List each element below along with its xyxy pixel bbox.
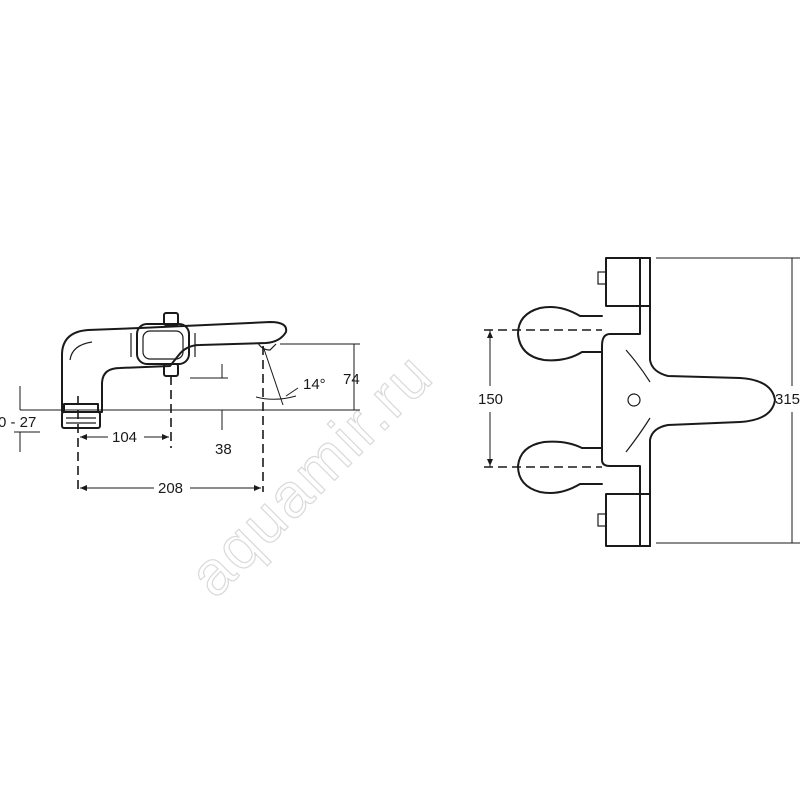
spout-outline <box>61 321 288 413</box>
angle-leader <box>285 387 299 397</box>
top-cartridge-step <box>597 271 607 285</box>
angle-arc <box>255 395 297 400</box>
body-curve-lower <box>625 417 651 453</box>
top-cartridge <box>605 257 651 307</box>
handle-body <box>136 323 190 365</box>
overall-length-label: 315 <box>775 391 800 408</box>
front-view: 150 315 <box>478 257 800 547</box>
handle-inner <box>142 330 184 360</box>
side-view: 0 - 27 74 14° 38 104 208 <box>0 312 360 497</box>
valve-body <box>601 257 776 547</box>
base-thread <box>61 411 101 429</box>
angle-label: 14° <box>303 376 326 393</box>
handle-knob-top <box>163 312 179 326</box>
center-distance-label: 150 <box>478 391 503 408</box>
inlet-top <box>517 306 603 362</box>
angle-ray <box>262 345 284 406</box>
base-nut <box>63 403 99 413</box>
deck-range-label: 0 - 27 <box>0 414 36 431</box>
center-distance-arrow-top <box>487 331 493 338</box>
offset-arrow-left <box>80 434 87 440</box>
bottom-cartridge-step <box>597 513 607 527</box>
reach-arrow-right <box>254 485 261 491</box>
reach-arrow-left <box>80 485 87 491</box>
reach-label: 208 <box>158 480 183 497</box>
outlet-hole <box>627 393 641 407</box>
bottom-cartridge <box>605 493 651 547</box>
center-distance-arrow-bottom <box>487 459 493 466</box>
spout-inner-line <box>69 341 93 361</box>
offset-arrow-right <box>162 434 169 440</box>
clearance-label: 38 <box>215 441 232 458</box>
body-curve-upper <box>625 349 651 383</box>
spout-height-label: 74 <box>343 371 360 388</box>
inlet-bottom <box>517 440 603 494</box>
offset-label: 104 <box>112 429 137 446</box>
